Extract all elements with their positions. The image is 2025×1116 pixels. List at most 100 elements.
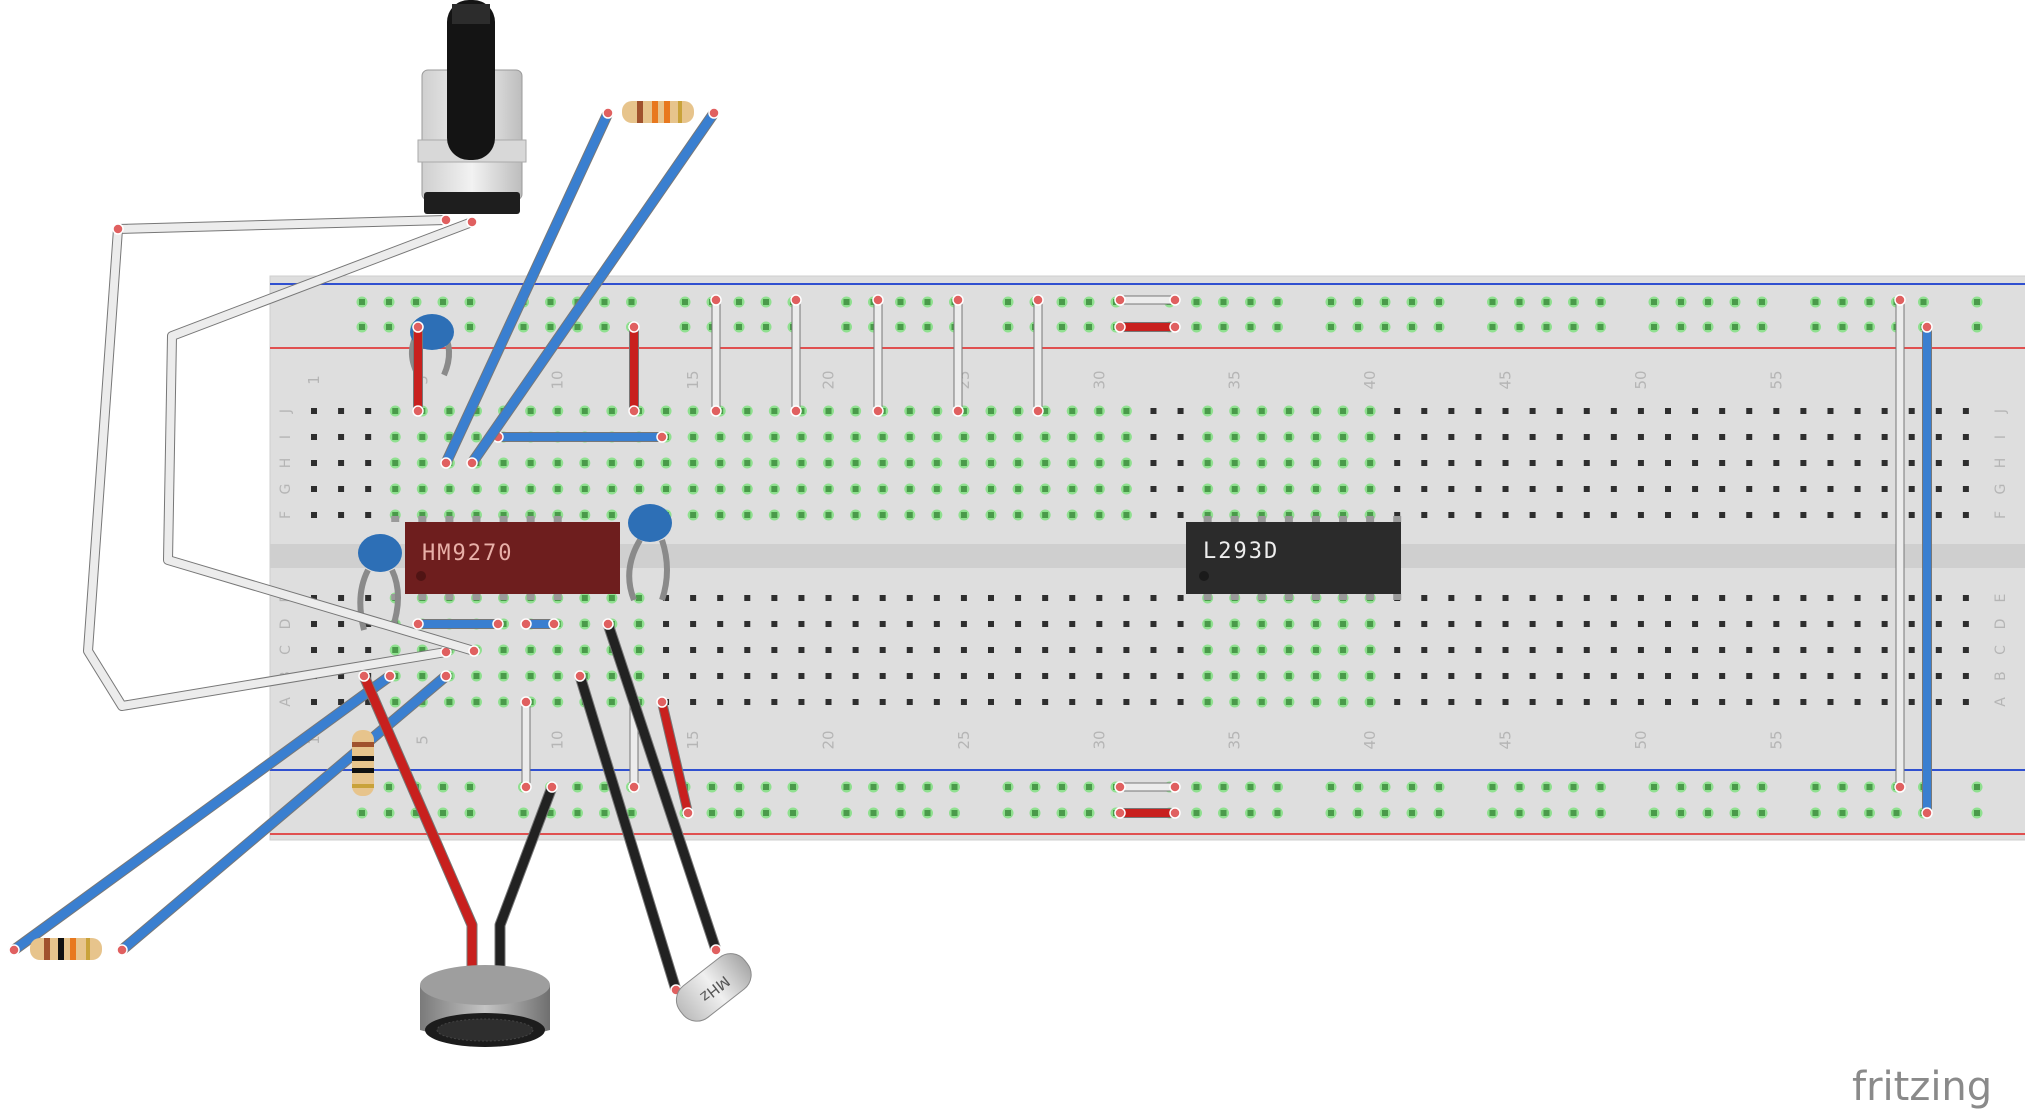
breadboard-hole <box>1583 595 1590 601</box>
breadboard-hole <box>581 408 588 414</box>
wire-blue-long-4-end <box>116 944 128 956</box>
breadboard-hole <box>1123 460 1130 466</box>
breadboard-hole <box>1177 647 1184 653</box>
chip-pin <box>1230 516 1239 522</box>
chip-pin <box>1257 594 1266 600</box>
power-rail-top <box>270 283 2025 349</box>
breadboard-hole <box>960 699 967 705</box>
breadboard-hole <box>852 408 859 414</box>
breadboard-hole <box>1069 699 1076 705</box>
column-number: 50 <box>1632 370 1650 389</box>
breadboard-hole <box>690 673 697 679</box>
breadboard-hole <box>1827 486 1834 492</box>
rail-hole <box>1866 784 1873 790</box>
wire-white-3-end <box>468 645 480 657</box>
rail-hole <box>1705 299 1711 305</box>
breadboard-hole <box>1285 673 1292 679</box>
breadboard-hole <box>771 673 778 679</box>
breadboard-hole <box>1448 434 1455 440</box>
breadboard-hole <box>1258 699 1265 705</box>
breadboard-hole <box>1096 621 1103 627</box>
resistor-vertical[interactable] <box>352 730 374 796</box>
breadboard-hole <box>933 512 940 518</box>
breadboard-hole <box>1962 486 1969 492</box>
rail-hole <box>440 299 446 305</box>
breadboard-hole <box>1123 621 1130 627</box>
breadboard-hole <box>1231 512 1238 518</box>
breadboard-hole <box>392 434 399 440</box>
breadboard-hole <box>1935 673 1942 679</box>
breadboard-hole <box>1475 434 1482 440</box>
jumper-white-2-end <box>790 405 802 417</box>
rail-hole <box>843 299 850 305</box>
breadboard-hole <box>1637 673 1644 679</box>
rail-hole <box>1866 299 1873 305</box>
breadboard-hole <box>988 460 994 466</box>
potentiometer[interactable] <box>417 0 527 214</box>
jumper-white-4-end <box>952 294 964 306</box>
breadboard-hole <box>798 673 805 679</box>
row-letter: J <box>1993 409 2009 414</box>
rail-hole <box>547 324 554 330</box>
rail-hole <box>1732 324 1738 330</box>
breadboard-hole <box>690 486 697 492</box>
capacitor-3[interactable] <box>626 504 672 602</box>
breadboard-hole <box>960 434 967 440</box>
jumper-red-rail-bot-end <box>1114 807 1126 819</box>
breadboard-hole <box>1746 699 1753 705</box>
breadboard-hole <box>581 621 588 627</box>
breadboard-hole <box>1908 595 1915 601</box>
row-letter: C <box>278 645 294 655</box>
breadboard-hole <box>1881 512 1888 518</box>
breadboard-hole <box>1204 621 1211 627</box>
breadboard-hole <box>1069 595 1076 601</box>
breadboard-hole <box>311 486 317 492</box>
column-number: 45 <box>1497 370 1515 389</box>
breadboard-hole <box>1312 647 1319 653</box>
breadboard-hole <box>1150 673 1157 679</box>
microphone[interactable] <box>420 965 550 1047</box>
rail-hole <box>1193 784 1200 790</box>
breadboard-hole <box>338 408 345 414</box>
breadboard-hole <box>1610 486 1617 492</box>
rail-hole <box>843 810 850 816</box>
breadboard-hole <box>1881 408 1888 414</box>
resistor-bottom-left[interactable] <box>30 938 102 960</box>
breadboard-hole <box>1394 673 1401 679</box>
crystal-oscillator[interactable]: MHz <box>669 946 758 1028</box>
breadboard-hole <box>1448 621 1455 627</box>
breadboard-hole <box>960 512 967 518</box>
breadboard-hole <box>1665 699 1671 705</box>
chip-hm9270[interactable]: HM9270 <box>405 522 620 594</box>
breadboard-hole <box>1015 647 1022 653</box>
breadboard-hole <box>717 460 724 466</box>
rail-hole <box>790 810 796 816</box>
rail-hole <box>1516 810 1523 816</box>
chip-pin <box>1311 594 1320 600</box>
breadboard-hole <box>1123 486 1130 492</box>
breadboard-hole <box>473 699 480 705</box>
wire-mic-black <box>495 782 557 980</box>
chip-l293d-label: L293D <box>1203 539 1279 564</box>
rail-hole <box>1247 299 1254 305</box>
chip-pin <box>526 516 535 522</box>
chip-pin <box>1339 594 1348 600</box>
chip-l293d[interactable]: L293D <box>1186 522 1401 594</box>
breadboard-hole <box>1285 486 1292 492</box>
resistor-top[interactable] <box>622 101 694 123</box>
breadboard-hole <box>1123 434 1130 440</box>
wire-xtal-2-end <box>710 944 722 956</box>
wire-white-2-end <box>112 223 124 235</box>
wire-xtal-1 <box>575 671 681 995</box>
rail-hole <box>736 299 742 305</box>
breadboard-hole <box>1367 486 1374 492</box>
breadboard-hole <box>1854 434 1861 440</box>
rail-hole <box>1705 810 1711 816</box>
breadboard-hole <box>1529 647 1536 653</box>
breadboard-hole <box>717 595 724 601</box>
rail-hole <box>1839 784 1846 790</box>
rail-hole <box>1220 299 1227 305</box>
breadboard-hole <box>1719 595 1726 601</box>
breadboard-hole <box>1150 434 1157 440</box>
breadboard-hole <box>1475 621 1482 627</box>
